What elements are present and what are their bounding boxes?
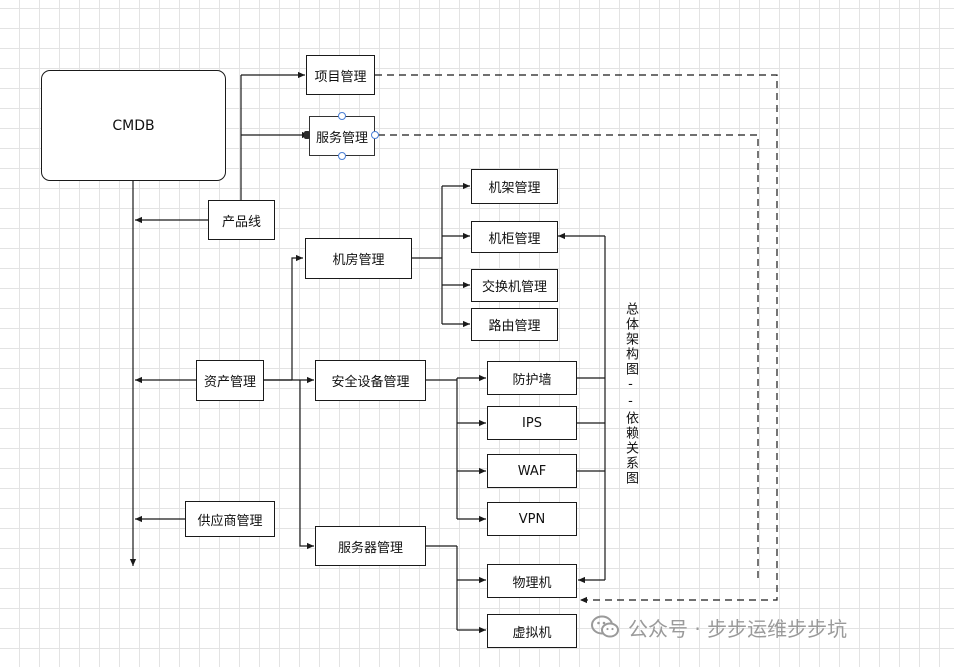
waf-label: WAF	[517, 463, 547, 479]
firewall-node[interactable]: 防护墙	[487, 361, 577, 395]
selection-handle-top[interactable]	[338, 112, 346, 120]
physical-machine-label: 物理机	[512, 575, 552, 591]
ips-label: IPS	[522, 415, 542, 431]
virtual-machine-label: 虚拟机	[512, 625, 552, 641]
watermark: 公众号 · 步步运维步步坑	[590, 612, 847, 642]
wechat-icon	[591, 615, 619, 638]
router-mgmt-label: 路由管理	[488, 319, 541, 334]
cmdb-label: CMDB	[112, 117, 155, 134]
selection-handle-right[interactable]	[371, 131, 379, 139]
security-mgmt-node[interactable]: 安全设备管理	[315, 360, 426, 401]
security-mgmt-label: 安全设备管理	[331, 375, 410, 390]
service-mgmt-node[interactable]: 服务管理	[309, 116, 375, 156]
cabinet-mgmt-node[interactable]: 机柜管理	[471, 221, 558, 253]
supplier-mgmt-label: 供应商管理	[197, 513, 263, 529]
rack-mgmt-node[interactable]: 机架管理	[471, 169, 558, 204]
selection-handle-left[interactable]	[304, 131, 310, 139]
server-mgmt-node[interactable]: 服务器管理	[315, 526, 426, 566]
cabinet-mgmt-label: 机柜管理	[488, 231, 541, 247]
waf-node[interactable]: WAF	[487, 454, 577, 488]
asset-mgmt-label: 资产管理	[203, 375, 256, 390]
switch-mgmt-node[interactable]: 交换机管理	[471, 269, 558, 302]
project-dependency-dashed	[375, 74, 778, 604]
selection-handle-bottom[interactable]	[338, 152, 346, 160]
vpn-node[interactable]: VPN	[487, 502, 577, 536]
service-dependency-dashed	[378, 134, 759, 580]
project-mgmt-label: 项目管理	[314, 69, 367, 85]
service-mgmt-label: 服务管理	[315, 130, 368, 146]
project-mgmt-node[interactable]: 项目管理	[306, 55, 375, 95]
datacenter-mgmt-node[interactable]: 机房管理	[305, 238, 412, 279]
side-vertical-label: 总体架构图--依赖关系图	[623, 302, 638, 486]
rack-mgmt-label: 机架管理	[488, 181, 541, 196]
firewall-label: 防护墙	[512, 372, 552, 388]
switch-mgmt-label: 交换机管理	[481, 280, 547, 295]
product-line-label: 产品线	[221, 214, 261, 230]
product-line-node[interactable]: 产品线	[208, 200, 275, 240]
virtual-machine-node[interactable]: 虚拟机	[487, 614, 577, 648]
physical-machine-node[interactable]: 物理机	[487, 564, 577, 598]
router-mgmt-node[interactable]: 路由管理	[471, 308, 558, 341]
server-mgmt-label: 服务器管理	[337, 540, 403, 556]
datacenter-mgmt-label: 机房管理	[332, 253, 385, 268]
ips-node[interactable]: IPS	[487, 406, 577, 440]
to-server-arrow	[299, 380, 314, 550]
to-datacenter-arrow	[291, 254, 303, 380]
cmdb-node[interactable]: CMDB	[41, 70, 226, 181]
supplier-mgmt-node[interactable]: 供应商管理	[185, 501, 275, 537]
watermark-text: 公众号 · 步步运维步步坑	[628, 616, 848, 641]
vpn-label: VPN	[518, 511, 546, 527]
asset-mgmt-node[interactable]: 资产管理	[196, 360, 264, 401]
